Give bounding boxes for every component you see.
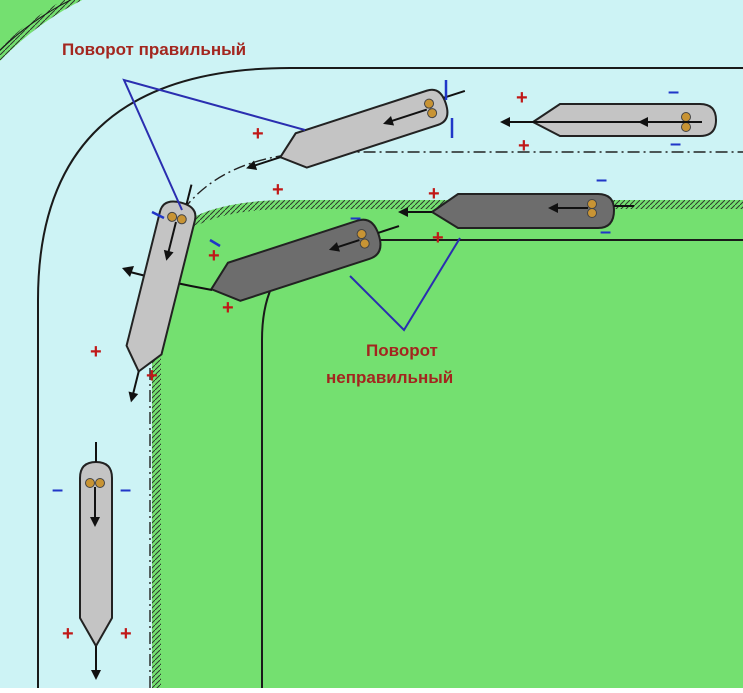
plus-sign: + — [120, 623, 132, 645]
plus-sign: + — [432, 227, 444, 249]
minus-sign: – — [596, 169, 608, 191]
outer-bank-line — [37, 67, 743, 688]
plus-sign: + — [516, 87, 528, 109]
incorrect-turn-label-line1: Поворот — [366, 341, 438, 360]
minus-sign: – — [120, 479, 132, 501]
boat-icon — [246, 88, 466, 170]
minus-sign: – — [668, 81, 680, 103]
minus-sign: – — [350, 207, 362, 229]
boat-icon — [79, 442, 113, 680]
minus-sign: – — [52, 479, 64, 501]
plus-sign: + — [90, 341, 102, 363]
boat-boundary-marks — [151, 80, 454, 248]
incorrect-turn-label-line2: неправильный — [326, 368, 454, 387]
boat-icon — [398, 193, 634, 229]
boat-icon — [209, 218, 400, 302]
plus-sign: + — [272, 179, 284, 201]
minus-sign: – — [670, 133, 682, 155]
plus-sign: + — [222, 297, 234, 319]
pointer-lines — [122, 78, 461, 332]
propeller-icon — [424, 98, 435, 109]
plus-sign: + — [146, 365, 158, 387]
propeller-icon — [85, 478, 95, 488]
boat-icon — [125, 184, 197, 403]
boat-icon — [500, 103, 718, 137]
plus-sign: + — [62, 623, 74, 645]
propeller-icon — [356, 229, 367, 240]
correct-turn-label: Поворот правильный — [62, 40, 247, 59]
plus-sign: + — [208, 245, 220, 267]
propeller-icon — [681, 112, 691, 122]
propeller-icon — [587, 199, 597, 209]
plus-sign: + — [428, 183, 440, 205]
propeller-icon — [167, 211, 178, 222]
plus-sign: + — [518, 135, 530, 157]
minus-sign: – — [600, 221, 612, 243]
plus-sign: + — [252, 123, 264, 145]
